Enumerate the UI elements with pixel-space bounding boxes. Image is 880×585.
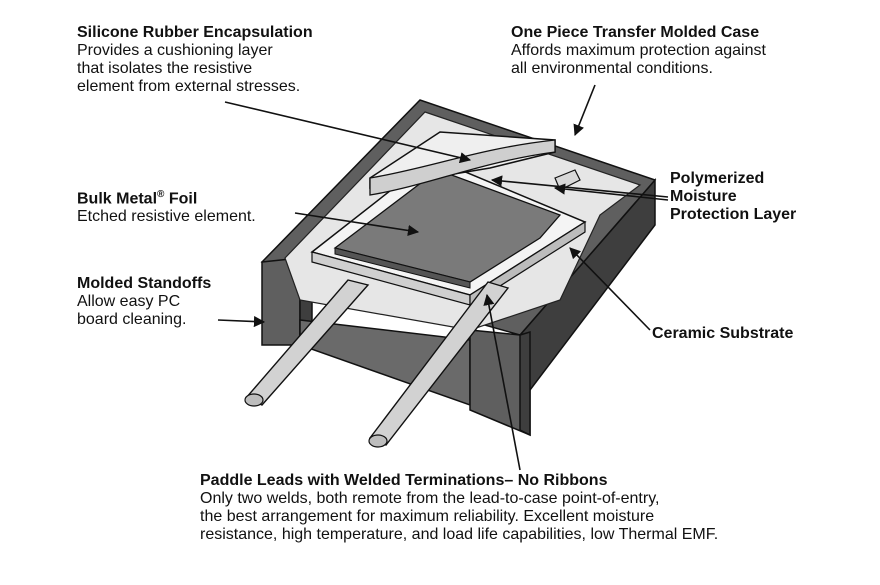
registered-mark: ® [157,189,165,200]
callout-silicone [224,101,472,164]
label-substrate-title: Ceramic Substrate [652,325,794,342]
callout-standoffs [217,315,266,328]
label-leads-line-3: resistance, high temperature, and load l… [200,526,719,543]
label-standoffs-line-2: board cleaning. [77,311,187,328]
label-silicone-title: Silicone Rubber Encapsulation [77,24,313,41]
label-case-line-1: Affords maximum protection against [511,42,766,59]
label-silicone: Silicone Rubber Encapsulation Provides a… [77,24,313,96]
label-leads-title: Paddle Leads with Welded Terminations– N… [200,472,608,489]
callout-polymer-b [553,183,669,201]
paddle-leads [244,279,510,448]
label-case: One Piece Transfer Molded Case Affords m… [511,24,766,78]
label-standoffs: Molded Standoffs Allow easy PC board cle… [77,275,211,329]
callout-polymer-a [490,175,669,198]
label-standoffs-line-1: Allow easy PC [77,293,181,310]
label-case-line-2: all environmental conditions. [511,60,713,77]
label-silicone-line-2: that isolates the resistive [77,60,253,77]
callout-case [573,84,596,137]
callout-foil [294,212,420,236]
callout-leads [483,293,521,471]
callout-lines [217,84,669,471]
label-foil-line-1: Etched resistive element. [77,208,256,226]
label-polymer-line-2: Moisture [670,188,737,205]
label-substrate: Ceramic Substrate [652,325,793,343]
label-silicone-line-1: Provides a cushioning layer [77,42,273,59]
label-standoffs-title: Molded Standoffs [77,275,212,292]
label-polymer-line-3: Protection Layer [670,206,797,223]
label-leads: Paddle Leads with Welded Terminations– N… [200,472,718,544]
label-case-title: One Piece Transfer Molded Case [511,24,760,41]
label-leads-line-2: the best arrangement for maximum reliabi… [200,508,655,525]
lead-right [368,281,510,446]
label-foil-title-end: Foil [164,190,198,208]
label-polymer: Polymerized Moisture Protection Layer [670,170,796,224]
callout-substrate [569,247,651,331]
case-right-post-side [519,330,531,437]
label-leads-line-1: Only two welds, both remote from the lea… [200,490,660,507]
label-silicone-line-3: element from external stresses. [77,78,301,95]
label-foil-title-main: Bulk Metal [77,190,158,208]
lead-left [244,279,370,406]
label-foil: Bulk Metal® Foil Etched resistive elemen… [77,186,256,226]
label-polymer-line-1: Polymerized [670,170,765,187]
label-foil-title: Bulk Metal® Foil [77,186,256,208]
